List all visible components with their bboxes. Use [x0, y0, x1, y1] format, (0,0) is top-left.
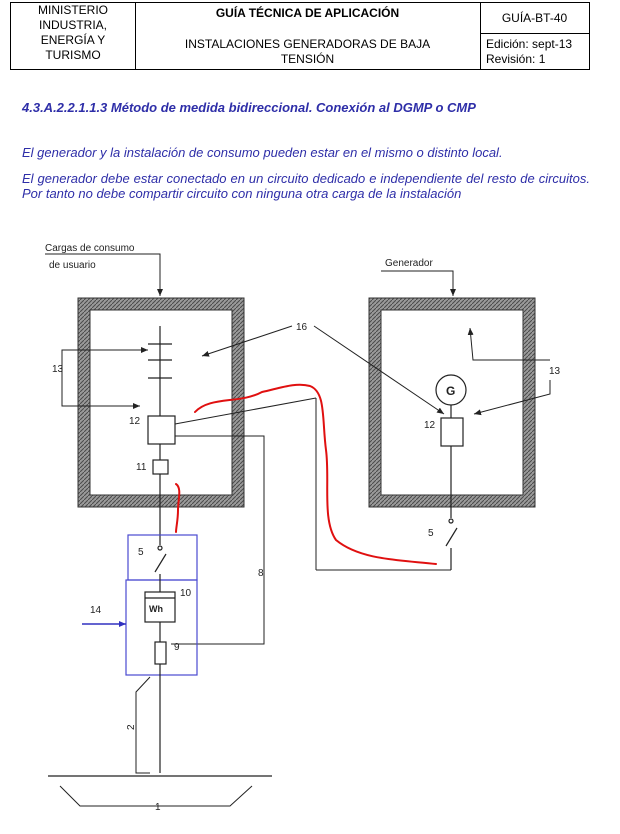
red-annotation — [175, 383, 437, 565]
connection-lines — [171, 397, 451, 645]
arrow-16-generator — [313, 325, 445, 415]
label-12-generator: 12 — [424, 420, 436, 431]
section-heading: 4.3.A.2.2.1.1.3 Método de medida bidirec… — [22, 100, 476, 115]
loads-label-line2: de usuario — [49, 260, 96, 271]
label-5-main: 5 — [138, 547, 144, 558]
bracket-1 — [59, 785, 253, 807]
generator-circuit — [435, 374, 467, 518]
paragraph-2: El generador debe estar conectado en un … — [22, 171, 590, 201]
arrow-13-left-lower — [61, 380, 140, 409]
consumer-enclosure — [77, 297, 245, 508]
label-10: 10 — [180, 588, 192, 599]
header-title: GUÍA TÉCNICA DE APLICACIÓN — [215, 6, 400, 20]
bracket-2 — [135, 676, 151, 774]
label-13-left: 13 — [52, 364, 64, 375]
label-5-generator: 5 — [428, 528, 434, 539]
arrow-13-right-lower — [473, 380, 551, 416]
consumer-circuit — [147, 326, 176, 545]
meter-box — [125, 579, 198, 676]
generator-enclosure — [368, 297, 536, 508]
generator-symbol: G — [446, 384, 455, 398]
label-14: 14 — [90, 605, 102, 616]
arrow-13-right-upper — [467, 327, 550, 361]
label-12-consumer: 12 — [129, 416, 141, 427]
header-edition-revision: Edición: sept-13 Revisión: 1 — [486, 37, 573, 66]
document-header: MINISTERIO INDUSTRIA, ENERGÍA Y TURISMO … — [10, 2, 590, 70]
label-16: 16 — [296, 322, 308, 333]
generator-switch — [445, 518, 458, 570]
label-8: 8 — [258, 568, 264, 579]
label-2: 2 — [126, 724, 137, 730]
header-subtitle: INSTALACIONES GENERADORAS DE BAJA TENSIÓ… — [184, 37, 431, 66]
header-code: GUÍA-BT-40 — [480, 3, 589, 34]
main-switch — [144, 545, 176, 773]
header-meta-cell: GUÍA-BT-40 Edición: sept-13 Revisión: 1 — [480, 3, 589, 69]
header-organization: MINISTERIO INDUSTRIA, ENERGÍA Y TURISMO — [11, 3, 136, 69]
arrow-13-left-upper — [61, 347, 148, 380]
generator-arrow — [381, 270, 456, 296]
generator-label: Generador — [385, 258, 433, 269]
meter-symbol: Wh — [149, 604, 163, 614]
label-13-right: 13 — [549, 366, 561, 377]
label-9: 9 — [174, 642, 180, 653]
paragraph-1: El generador y la instalación de consumo… — [22, 145, 503, 160]
label-11: 11 — [136, 462, 147, 473]
loads-arrow — [45, 253, 163, 296]
label-1: 1 — [155, 802, 161, 813]
arrow-16-consumer — [201, 325, 293, 357]
header-title-cell: GUÍA TÉCNICA DE APLICACIÓN INSTALACIONES… — [135, 3, 481, 69]
loads-label-line1: Cargas de consumo — [45, 243, 135, 254]
